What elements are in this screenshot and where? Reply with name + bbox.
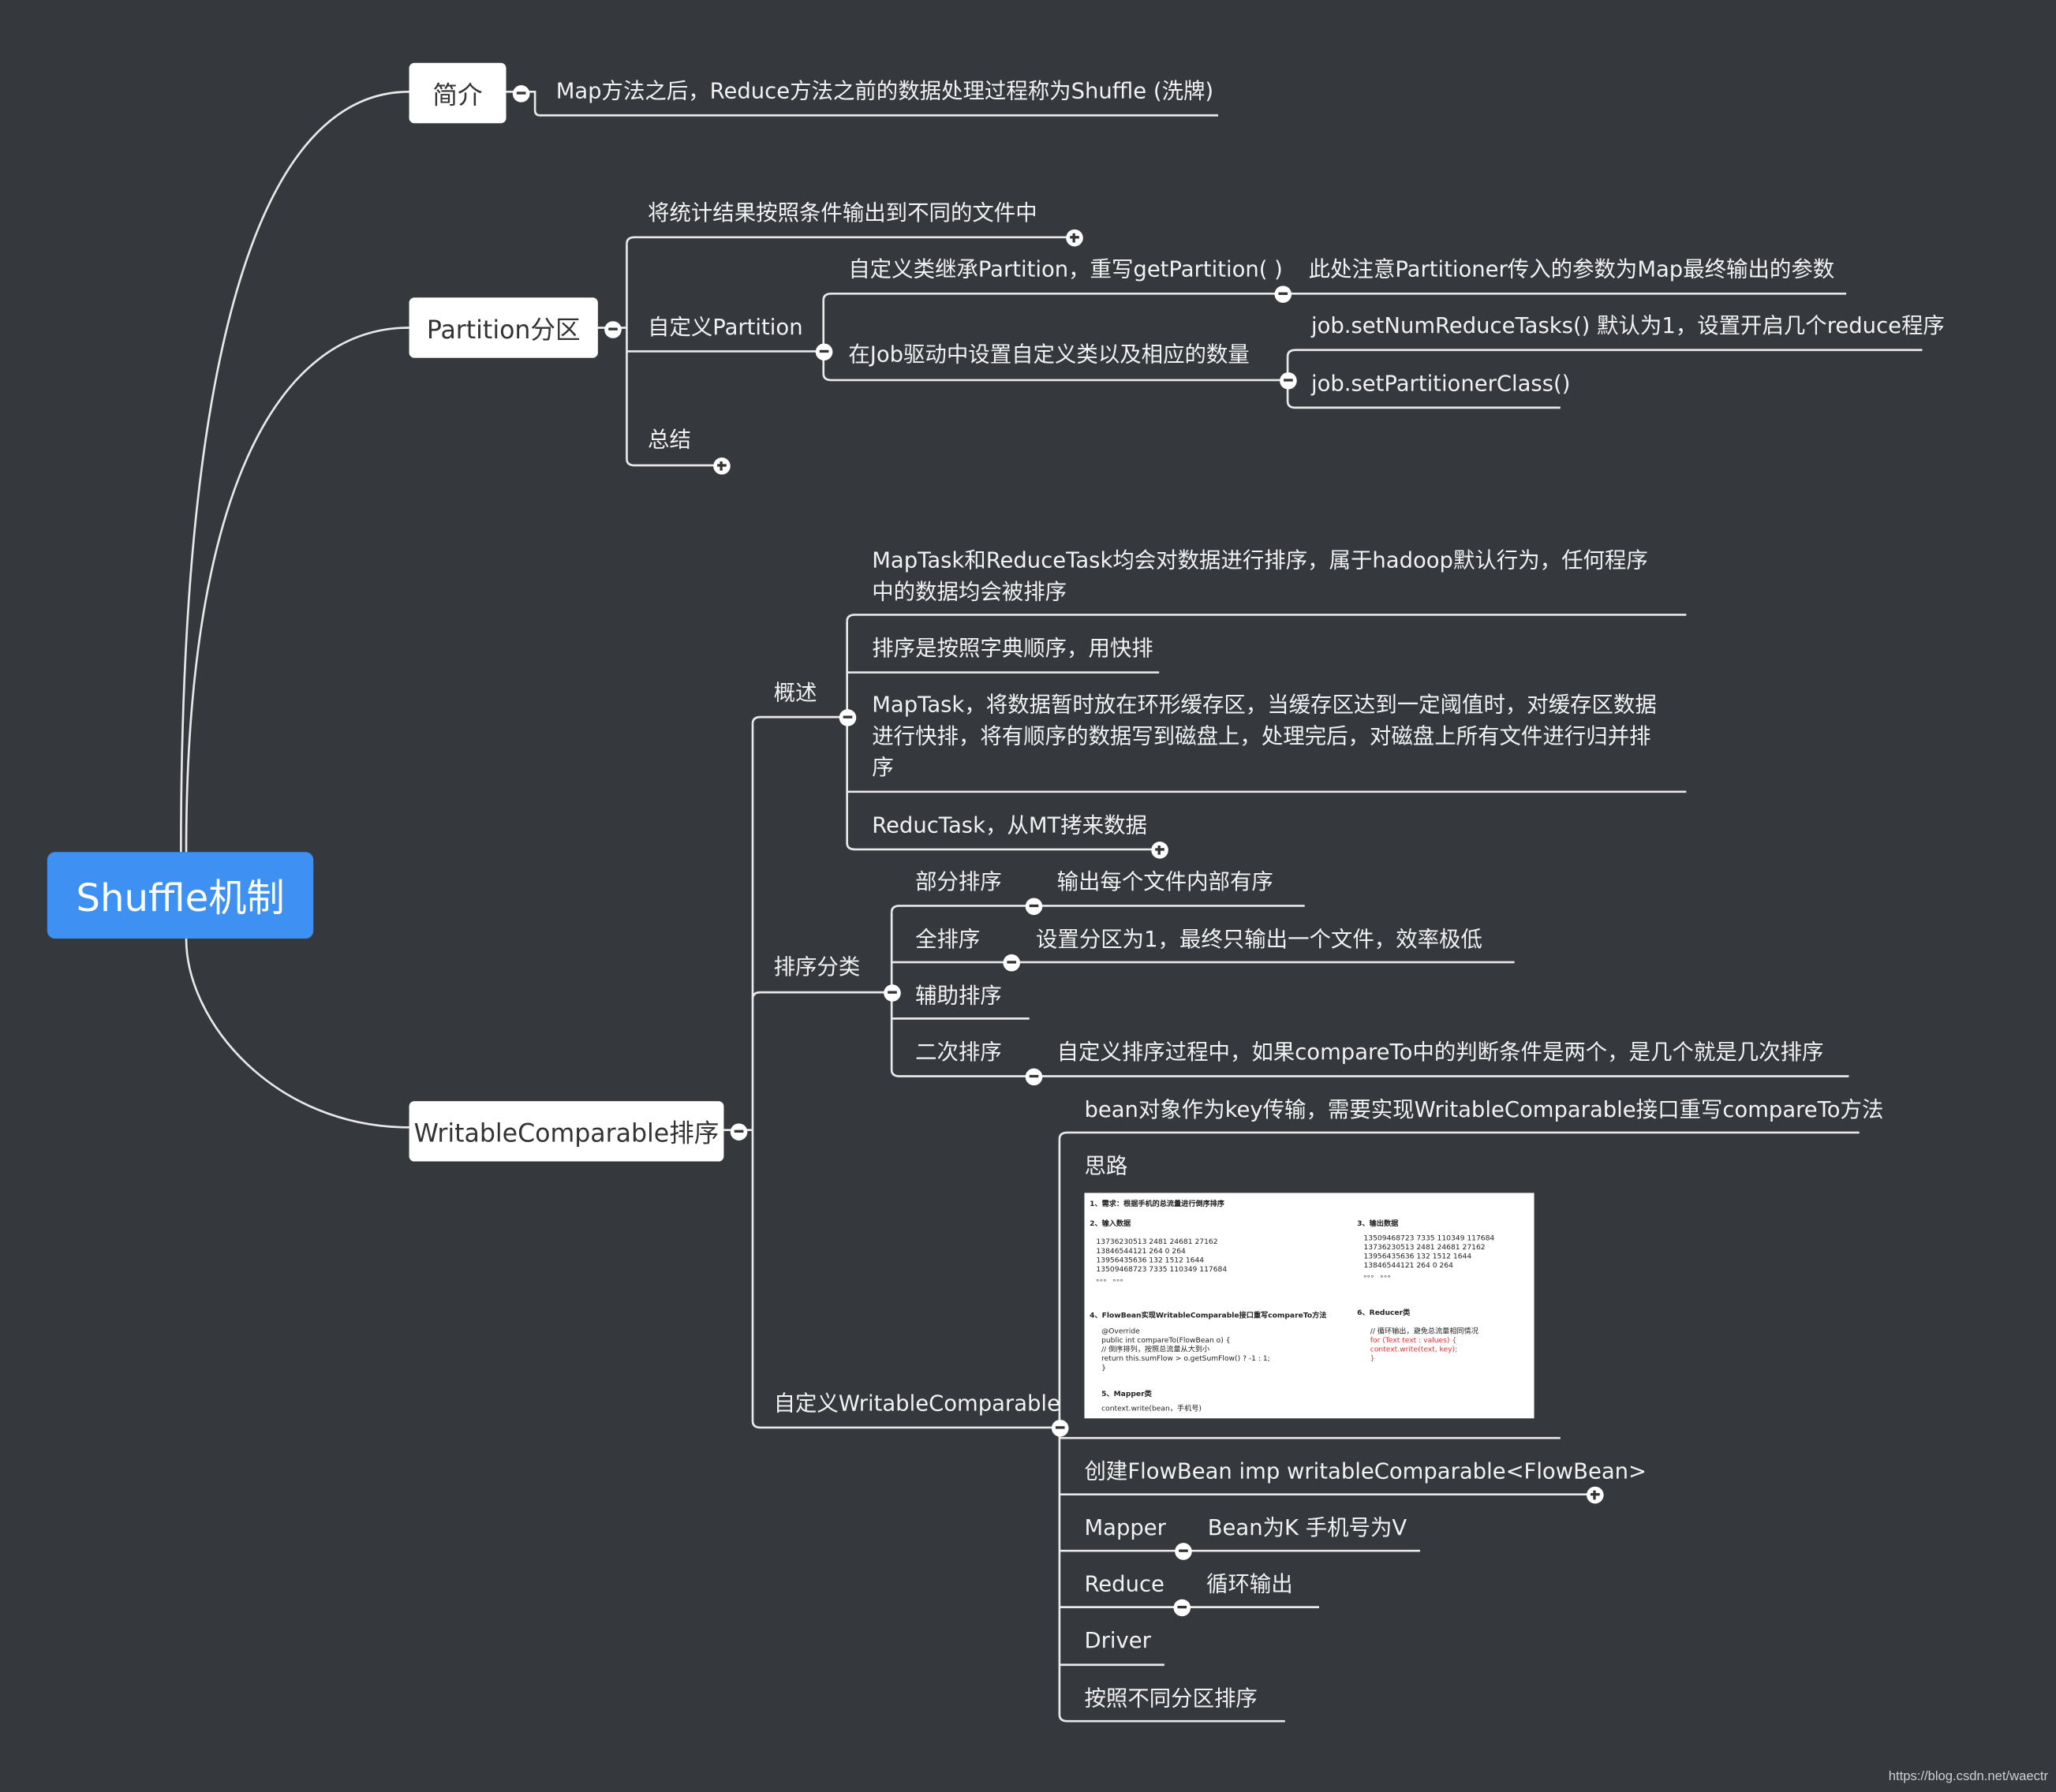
- custom-bean-key[interactable]: bean对象作为key传输，需要实现WritableComparable接口重写…: [1084, 1097, 1884, 1122]
- collapse-icon[interactable]: [1024, 897, 1042, 915]
- collapse-icon[interactable]: [1174, 1542, 1191, 1559]
- sort-secondary-note[interactable]: 自定义排序过程中，如果compareTo中的判断条件是两个，是几个就是几次排序: [1056, 1039, 1824, 1065]
- partition-num-reduce[interactable]: job.setNumReduceTasks() 默认为1，设置开启几个reduc…: [1311, 313, 1945, 338]
- expand-icon[interactable]: [1150, 841, 1168, 858]
- intro-text[interactable]: Map方法之后，Reduce方法之前的数据处理过程称为Shuffle (洗牌): [555, 78, 1214, 104]
- overview-item[interactable]: MapTask，将数据暂时放在环形缓存区，当缓存区达到一定阈值时，对缓存区数据进…: [872, 692, 1657, 780]
- partition-param-note[interactable]: 此处注意Partitioner传入的参数为Map最终输出的参数: [1308, 256, 1835, 282]
- collapse-icon[interactable]: [1273, 285, 1292, 303]
- partition-job-setting[interactable]: 在Job驱动中设置自定义类以及相应的数量: [848, 342, 1250, 368]
- custom-mapper-note[interactable]: Bean为K 手机号为V: [1207, 1515, 1407, 1540]
- overview-item[interactable]: 排序是按照字典顺序，用快排: [872, 636, 1153, 661]
- partition-custom[interactable]: 自定义Partition: [648, 314, 803, 340]
- collapse-icon[interactable]: [1002, 954, 1020, 971]
- sort-partial-note[interactable]: 输出每个文件内部有序: [1056, 868, 1273, 894]
- collapse-icon[interactable]: [1024, 1067, 1042, 1085]
- partition-set-class[interactable]: job.setPartitionerClass(): [1311, 371, 1571, 396]
- sort-partial[interactable]: 部分排序: [915, 868, 1002, 894]
- custom-reduce-note[interactable]: 循环输出: [1206, 1571, 1293, 1597]
- custom-flowbean[interactable]: 创建FlowBean imp writableComparable<FlowBe…: [1084, 1458, 1647, 1484]
- collapse-icon[interactable]: [1279, 371, 1296, 389]
- custom-reduce[interactable]: Reduce: [1084, 1571, 1164, 1597]
- watermark: https://blog.csdn.net/waectr: [1888, 1769, 2049, 1784]
- collapse-icon[interactable]: [604, 320, 621, 338]
- sort-aux[interactable]: 辅助排序: [915, 983, 1002, 1009]
- custom-mapper[interactable]: Mapper: [1084, 1515, 1166, 1540]
- custom-by-partition[interactable]: 按照不同分区排序: [1084, 1686, 1258, 1711]
- topic-intro[interactable]: 简介: [409, 62, 507, 124]
- collapse-icon[interactable]: [512, 84, 529, 102]
- idea-screenshot-image: 1、需求：根据手机的总流量进行倒序排序 2、输入数据 13736230513 2…: [1084, 1193, 1535, 1419]
- custom-idea[interactable]: 思路: [1084, 1153, 1128, 1179]
- collapse-icon[interactable]: [1051, 1419, 1068, 1436]
- collapse-icon[interactable]: [838, 708, 856, 726]
- collapse-icon[interactable]: [729, 1122, 747, 1141]
- sort-total-note[interactable]: 设置分区为1，最终只输出一个文件，效率极低: [1035, 927, 1482, 952]
- collapse-icon[interactable]: [883, 984, 900, 1001]
- expand-icon[interactable]: [1586, 1485, 1603, 1503]
- partition-item-output[interactable]: 将统计结果按照条件输出到不同的文件中: [648, 200, 1037, 226]
- expand-icon[interactable]: [712, 457, 730, 474]
- root-node[interactable]: Shuffle机制: [47, 852, 314, 939]
- topic-partition[interactable]: Partition分区: [409, 297, 598, 358]
- sort-secondary[interactable]: 二次排序: [915, 1039, 1002, 1065]
- overview-item[interactable]: ReducTask，从MT拷来数据: [872, 812, 1147, 838]
- partition-custom-class[interactable]: 自定义类继承Partition，重写getPartition( ): [848, 256, 1283, 282]
- sort-kinds-label[interactable]: 排序分类: [773, 954, 861, 980]
- custom-driver[interactable]: Driver: [1084, 1628, 1151, 1653]
- partition-summary[interactable]: 总结: [648, 427, 691, 453]
- sort-total[interactable]: 全排序: [915, 927, 981, 952]
- custom-wc-label[interactable]: 自定义WritableComparable: [773, 1391, 1060, 1416]
- collapse-icon[interactable]: [1172, 1598, 1191, 1616]
- collapse-icon[interactable]: [814, 342, 832, 360]
- overview-label[interactable]: 概述: [773, 680, 817, 706]
- overview-item[interactable]: MapTask和ReduceTask均会对数据进行排序，属于hadoop默认行为…: [872, 547, 1648, 605]
- expand-icon[interactable]: [1065, 229, 1082, 246]
- topic-writable-comparable[interactable]: WritableComparable排序: [409, 1101, 724, 1162]
